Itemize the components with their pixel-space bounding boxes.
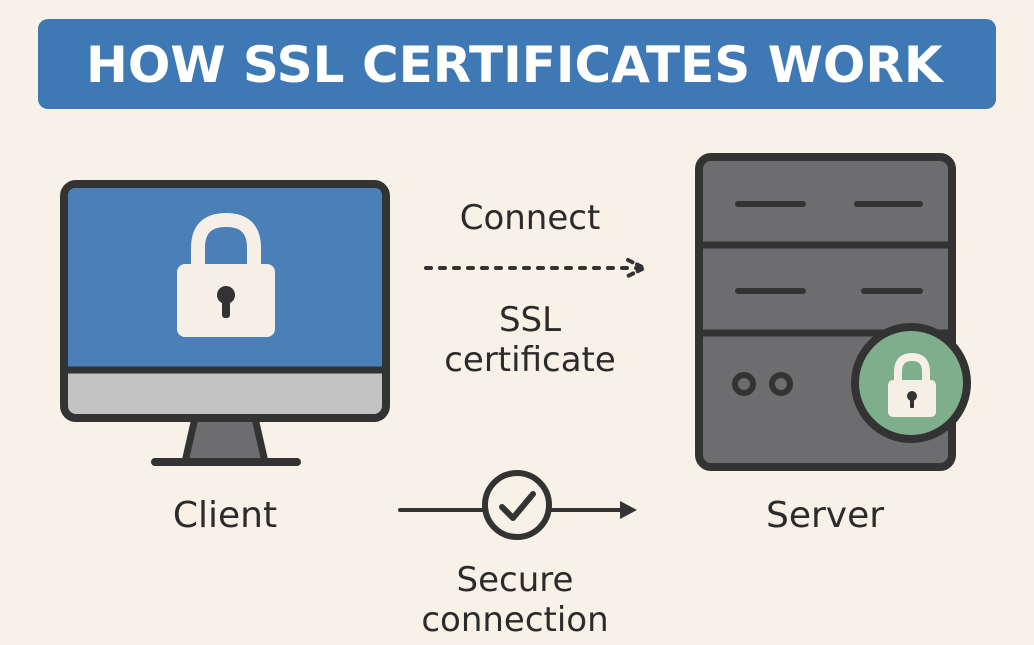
- lock-keyhole-slot: [910, 398, 914, 408]
- connect-arrow: [424, 258, 646, 278]
- checkmark-icon: [499, 491, 536, 521]
- secure-connection-arrow: [398, 470, 637, 540]
- connect-label: Connect: [459, 198, 601, 238]
- lock-shackle: [894, 352, 930, 384]
- page-title: HOW SSL CERTIFICATES WORK: [86, 36, 943, 94]
- lock-keyhole: [217, 286, 235, 304]
- ssl-certificate-label: SSL certificate: [420, 300, 640, 380]
- check-circle-icon: [482, 470, 552, 540]
- client-label: Client: [172, 495, 278, 536]
- ssl-certificate-line1: SSL: [498, 300, 562, 340]
- server-led: [769, 372, 793, 396]
- secure-connection-label: Secure connection: [400, 560, 630, 640]
- title-banner: [38, 19, 996, 109]
- lock-shackle: [191, 212, 261, 268]
- server-lock-icon: [695, 153, 971, 471]
- ssl-certificate-line2: certificate: [444, 340, 616, 380]
- server-led: [732, 372, 756, 396]
- server-label: Server: [765, 495, 885, 536]
- secure-connection-line1: Secure: [456, 560, 574, 600]
- monitor-lock-icon: [60, 180, 390, 466]
- lock-keyhole-slot: [222, 298, 230, 318]
- monitor-stand: [181, 414, 269, 466]
- secure-connection-line2: connection: [421, 600, 609, 640]
- lock-keyhole: [907, 391, 917, 401]
